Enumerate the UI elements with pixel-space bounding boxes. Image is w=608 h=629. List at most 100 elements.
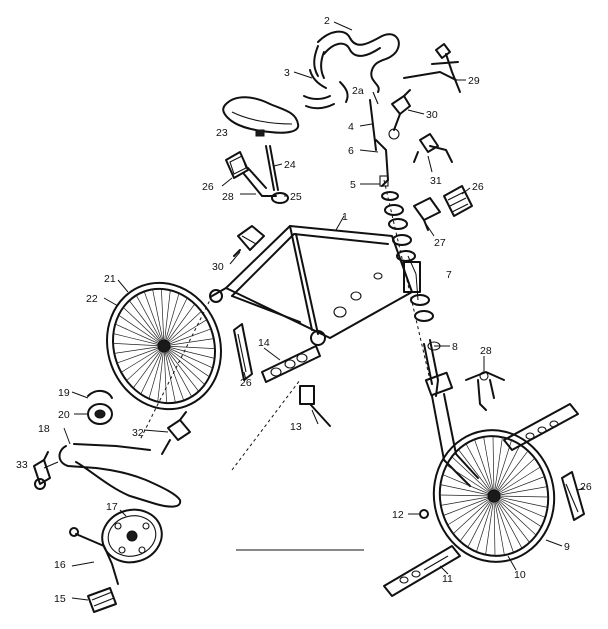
wheel-spoke bbox=[443, 495, 495, 516]
wheel-spoke bbox=[493, 486, 548, 497]
rear-derailleur bbox=[33, 451, 51, 490]
wheel-spoke bbox=[467, 495, 495, 548]
rear-hub-axle-parts bbox=[503, 403, 579, 451]
stem-assembly bbox=[369, 91, 389, 187]
wheel-spoke bbox=[493, 495, 514, 553]
pedal-upper-right bbox=[443, 185, 473, 217]
callout-24: 24 bbox=[284, 159, 296, 171]
callout-27: 27 bbox=[434, 237, 446, 249]
wheel-spoke bbox=[447, 495, 495, 526]
front-fork bbox=[423, 339, 479, 487]
callout-26-pedal: 26 bbox=[472, 181, 484, 193]
wheel-spoke bbox=[493, 495, 523, 549]
callout-11: 11 bbox=[442, 573, 453, 585]
front-reflector bbox=[413, 197, 441, 231]
wheel-spoke bbox=[123, 307, 165, 347]
front-brake-caliper bbox=[465, 371, 505, 411]
wheel-spoke bbox=[163, 345, 205, 385]
wheel-spoke bbox=[493, 444, 521, 497]
wheel-spoke bbox=[115, 323, 165, 347]
wheel-spoke bbox=[442, 474, 495, 497]
chain bbox=[58, 443, 182, 508]
wheel-spoke bbox=[163, 345, 167, 404]
wheel-spoke bbox=[163, 311, 202, 347]
wheel-spoke bbox=[152, 289, 165, 347]
wheel-spoke bbox=[451, 456, 495, 497]
brake-lever-left bbox=[413, 133, 453, 163]
wheel-spoke bbox=[493, 495, 549, 498]
wheel-spoke bbox=[114, 345, 165, 354]
wheel-spoke bbox=[163, 338, 214, 347]
wheel-spoke bbox=[446, 464, 495, 497]
wheel-spoke bbox=[129, 300, 165, 347]
wheel-spoke bbox=[493, 495, 546, 518]
bottom-bracket-parts bbox=[261, 345, 321, 383]
wheel-spoke bbox=[439, 494, 495, 497]
callout-16: 16 bbox=[54, 559, 66, 571]
wheel-spoke bbox=[163, 345, 213, 369]
callout-13: 13 bbox=[290, 421, 302, 433]
wheel-spoke bbox=[157, 345, 165, 402]
wheel-spoke bbox=[113, 333, 165, 347]
wheel-spoke bbox=[121, 345, 165, 373]
wheel-spoke bbox=[493, 458, 536, 497]
callout-33: 33 bbox=[16, 459, 28, 471]
wheel-spoke bbox=[493, 466, 541, 497]
wheel-spoke bbox=[493, 495, 542, 528]
callout-2a: 2a bbox=[352, 85, 364, 97]
shifter-on-handlebar bbox=[388, 89, 411, 140]
frame bbox=[209, 225, 413, 346]
kickstand bbox=[299, 385, 331, 427]
wheel-spoke bbox=[113, 343, 165, 347]
callout-labels: 2 3 2a 29 30 4 6 5 31 26 27 23 24 26 28 … bbox=[16, 15, 592, 605]
callout-21: 21 bbox=[104, 273, 116, 285]
pedal-lower-left bbox=[87, 587, 117, 613]
wheel-spoke bbox=[163, 345, 199, 392]
brake-lever-right bbox=[403, 43, 461, 93]
callout-18: 18 bbox=[38, 423, 50, 435]
callout-25: 25 bbox=[290, 191, 302, 203]
callout-6: 6 bbox=[348, 145, 354, 157]
rear-reflector bbox=[233, 323, 253, 381]
wheel-reflector bbox=[561, 471, 585, 521]
wheel-spoke bbox=[458, 449, 495, 497]
handlebar bbox=[303, 30, 400, 110]
wheel-spoke bbox=[465, 443, 495, 497]
wheel-spoke bbox=[474, 439, 495, 497]
wheel-spoke bbox=[459, 495, 495, 542]
headset-parts bbox=[381, 191, 434, 322]
callout-3: 3 bbox=[284, 67, 290, 79]
wheel-spoke bbox=[485, 495, 495, 555]
saddle bbox=[222, 96, 300, 137]
wheel-spoke bbox=[163, 290, 171, 347]
wheel-spoke bbox=[163, 345, 193, 397]
callout-28-brake: 28 bbox=[480, 345, 492, 357]
wheel-spoke bbox=[493, 450, 529, 497]
callout-19: 19 bbox=[58, 387, 70, 399]
callout-1: 1 bbox=[342, 211, 348, 223]
callout-9: 9 bbox=[564, 541, 570, 553]
front-derailleur bbox=[161, 411, 191, 455]
callout-26-seatpost: 26 bbox=[202, 181, 214, 193]
wheel-spoke bbox=[493, 495, 496, 556]
wheel-spoke bbox=[163, 319, 207, 347]
wheel-spoke bbox=[493, 439, 512, 497]
callout-leaders bbox=[43, 21, 585, 601]
shifter-on-frame bbox=[233, 225, 265, 257]
wheel-spoke bbox=[440, 495, 495, 506]
callout-5: 5 bbox=[350, 179, 356, 191]
wheel-spoke bbox=[163, 345, 215, 349]
callout-4: 4 bbox=[348, 121, 354, 133]
callout-30-bar: 30 bbox=[426, 109, 438, 121]
front-wheel bbox=[432, 429, 556, 563]
callout-31: 31 bbox=[430, 175, 442, 187]
wheel-spoke bbox=[132, 345, 165, 389]
callout-26-reflector: 26 bbox=[240, 377, 252, 389]
wheel-spoke bbox=[492, 436, 495, 497]
chainring bbox=[101, 508, 163, 564]
wheel-spoke bbox=[148, 345, 165, 399]
callout-28-seat: 28 bbox=[222, 191, 234, 203]
freewheel bbox=[87, 390, 113, 425]
wheel-spoke bbox=[126, 345, 165, 381]
